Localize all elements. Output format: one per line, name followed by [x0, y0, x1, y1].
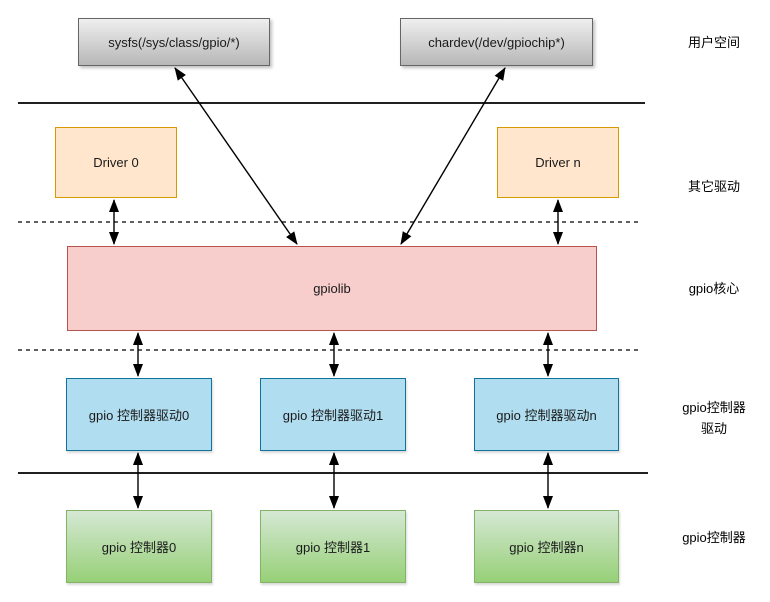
layer-label-other-drivers: 其它驱动	[687, 179, 740, 194]
driver0-box: Driver 0	[55, 127, 177, 198]
drivern-box: Driver n	[497, 127, 619, 198]
gpiolib-box: gpiolib	[67, 246, 597, 331]
gpio-controller-drivern-box: gpio 控制器驱动n	[474, 378, 619, 451]
chardev-box: chardev(/dev/gpiochip*)	[400, 18, 593, 66]
layer-label-gpio-controller: gpio控制器	[682, 530, 746, 545]
arrow-sysfs-gpiolib	[174, 67, 298, 245]
arrow-chardev-gpiolib	[400, 67, 506, 245]
gpio-controller-driver0-box: gpio 控制器驱动0	[66, 378, 212, 451]
layer-label-gpio-controller-driver: gpio控制器驱动	[682, 400, 746, 436]
layer-label-gpio-core: gpio核心	[688, 281, 740, 296]
gpio-controller-driver1-box: gpio 控制器驱动1	[260, 378, 406, 451]
gpio-controller1-box: gpio 控制器1	[260, 510, 406, 583]
layer-label-user-space: 用户空间	[687, 35, 740, 50]
sysfs-box: sysfs(/sys/class/gpio/*)	[78, 18, 270, 66]
gpio-controllern-box: gpio 控制器n	[474, 510, 619, 583]
gpio-controller0-box: gpio 控制器0	[66, 510, 212, 583]
